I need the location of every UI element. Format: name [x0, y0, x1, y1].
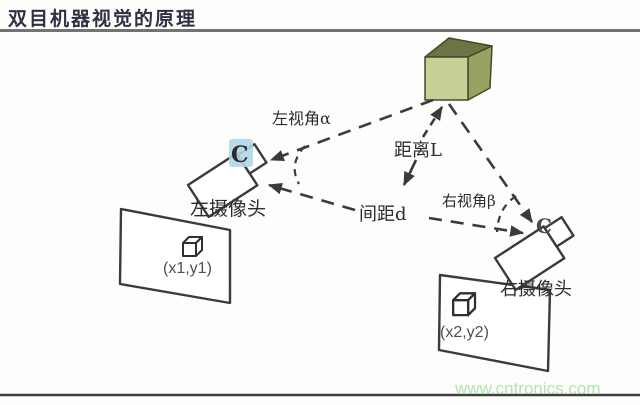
- left-camera: C: [186, 139, 268, 219]
- left-lens-mark: C: [231, 142, 249, 168]
- right-lens-mark: C: [536, 214, 552, 238]
- baseline-label: 间距d: [359, 204, 407, 225]
- watermark: www.cntronics.com: [454, 379, 600, 398]
- right-camera: C: [493, 214, 575, 292]
- angle-arc-right: [495, 195, 517, 233]
- right-image-plane: (x2,y2): [437, 273, 552, 373]
- right-angle-label: 右视角β: [442, 192, 496, 210]
- left-point-label: (x1,y1): [163, 260, 212, 277]
- title-divider: [0, 29, 640, 32]
- cube-front-face: [424, 56, 469, 101]
- sight-line-left: [269, 98, 434, 162]
- right-plane-cube-icon: [452, 292, 477, 317]
- left-image-plane: (x1,y1): [118, 207, 232, 305]
- left-plane-cube-icon: [182, 236, 203, 257]
- baseline-left-segment: [267, 182, 356, 212]
- angle-arc-left: [293, 145, 306, 185]
- left-lens-highlight: [229, 139, 253, 167]
- distance-label: 距离L: [394, 140, 442, 161]
- distance-line-upper: [421, 106, 444, 138]
- right-point-label: (x2,y2): [440, 324, 489, 341]
- baseline-right-segment: [428, 216, 525, 237]
- object-cube: [424, 37, 493, 101]
- distance-line-lower: [402, 159, 418, 187]
- left-angle-label: 左视角α: [272, 109, 331, 128]
- sight-line-right: [447, 103, 534, 223]
- left-camera-label: 左摄像头: [190, 198, 266, 220]
- page-title: 双目机器视觉的原理: [8, 8, 198, 30]
- right-camera-lens: [543, 215, 575, 248]
- left-plane-outline: [118, 207, 232, 305]
- right-camera-label: 右摄像头: [500, 279, 572, 300]
